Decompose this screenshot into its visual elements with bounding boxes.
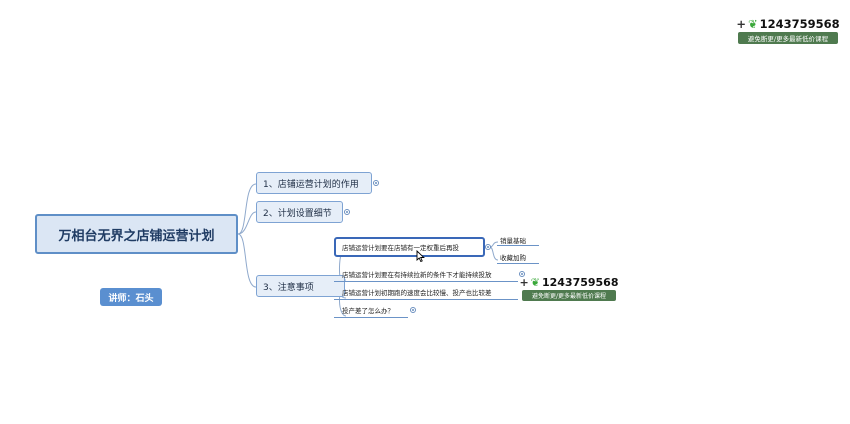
leaf-topic-label: 收藏加购 xyxy=(500,254,526,262)
subtopic-4[interactable]: 投产差了怎么办？ xyxy=(340,304,408,316)
leaf-2-underline xyxy=(497,263,539,264)
subtopic-label: 投产差了怎么办？ xyxy=(342,307,394,315)
branch-topic-2[interactable]: 2、计划设置细节 xyxy=(256,201,343,223)
watermark-number: 1243759568 xyxy=(759,17,840,31)
branch-topic-label: 1、店铺运营计划的作用 xyxy=(263,179,359,190)
subtopic-label: 店铺运营计划要在有持续拉新的条件下才能持续投放 xyxy=(342,271,492,279)
leaf-1-underline xyxy=(497,245,539,246)
connector-root-branch-3 xyxy=(237,233,257,288)
root-topic[interactable]: 万相台无界之店铺运营计划 xyxy=(35,214,238,254)
branch-topic-label: 2、计划设置细节 xyxy=(263,208,332,219)
leaf-icon: ❦ xyxy=(530,276,540,289)
watermark-number: 1243759568 xyxy=(541,276,619,289)
leaf-topic-1[interactable]: 销量基础 xyxy=(500,235,540,245)
connector-root-branch-1 xyxy=(237,183,257,235)
plus-icon: + xyxy=(519,276,529,289)
expand-collapse-icon[interactable] xyxy=(410,307,416,313)
expand-collapse-icon[interactable] xyxy=(373,180,379,186)
subtopic-4-underline xyxy=(334,317,408,318)
root-topic-label: 万相台无界之店铺运营计划 xyxy=(58,228,215,244)
watermark-caption: 避免断更/更多最新低价课程 xyxy=(522,290,616,301)
subtopic-label: 店铺运营计划要在店铺有一定权重后再投 xyxy=(342,244,459,252)
connector-sub1-leaf-2 xyxy=(489,246,499,261)
subtopic-3-underline xyxy=(334,299,518,300)
leaf-topic-label: 销量基础 xyxy=(500,237,526,245)
lecturer-label: 讲师：石头 xyxy=(108,293,154,304)
plus-icon: + xyxy=(736,17,746,31)
watermark-top-right: + ❦ 1243759568 避免断更/更多最新低价课程 xyxy=(736,17,840,44)
watermark-caption: 避免断更/更多最新低价课程 xyxy=(738,32,838,44)
subtopic-label: 店铺运营计划初期跑的速度会比较慢、投产也比较差 xyxy=(342,289,492,297)
watermark-middle: + ❦ 1243759568 避免断更/更多最新低价课程 xyxy=(519,276,619,301)
branch-topic-label: 3、注意事项 xyxy=(263,282,314,293)
expand-collapse-icon[interactable] xyxy=(519,271,525,277)
connector-root-branch-2 xyxy=(237,211,257,235)
mouse-pointer-icon xyxy=(416,250,425,262)
expand-collapse-icon[interactable] xyxy=(485,244,491,250)
expand-collapse-icon[interactable] xyxy=(344,209,350,215)
subtopic-2-underline xyxy=(334,281,518,282)
subtopic-1-selected[interactable]: 店铺运营计划要在店铺有一定权重后再投 xyxy=(334,237,485,257)
branch-topic-1[interactable]: 1、店铺运营计划的作用 xyxy=(256,172,372,194)
branch-topic-3[interactable]: 3、注意事项 xyxy=(256,275,345,297)
subtopic-2[interactable]: 店铺运营计划要在有持续拉新的条件下才能持续投放 xyxy=(340,268,518,280)
subtopic-3[interactable]: 店铺运营计划初期跑的速度会比较慢、投产也比较差 xyxy=(340,286,518,298)
leaf-topic-2[interactable]: 收藏加购 xyxy=(500,252,540,262)
leaf-icon: ❦ xyxy=(747,17,758,31)
lecturer-tag[interactable]: 讲师：石头 xyxy=(100,288,162,306)
